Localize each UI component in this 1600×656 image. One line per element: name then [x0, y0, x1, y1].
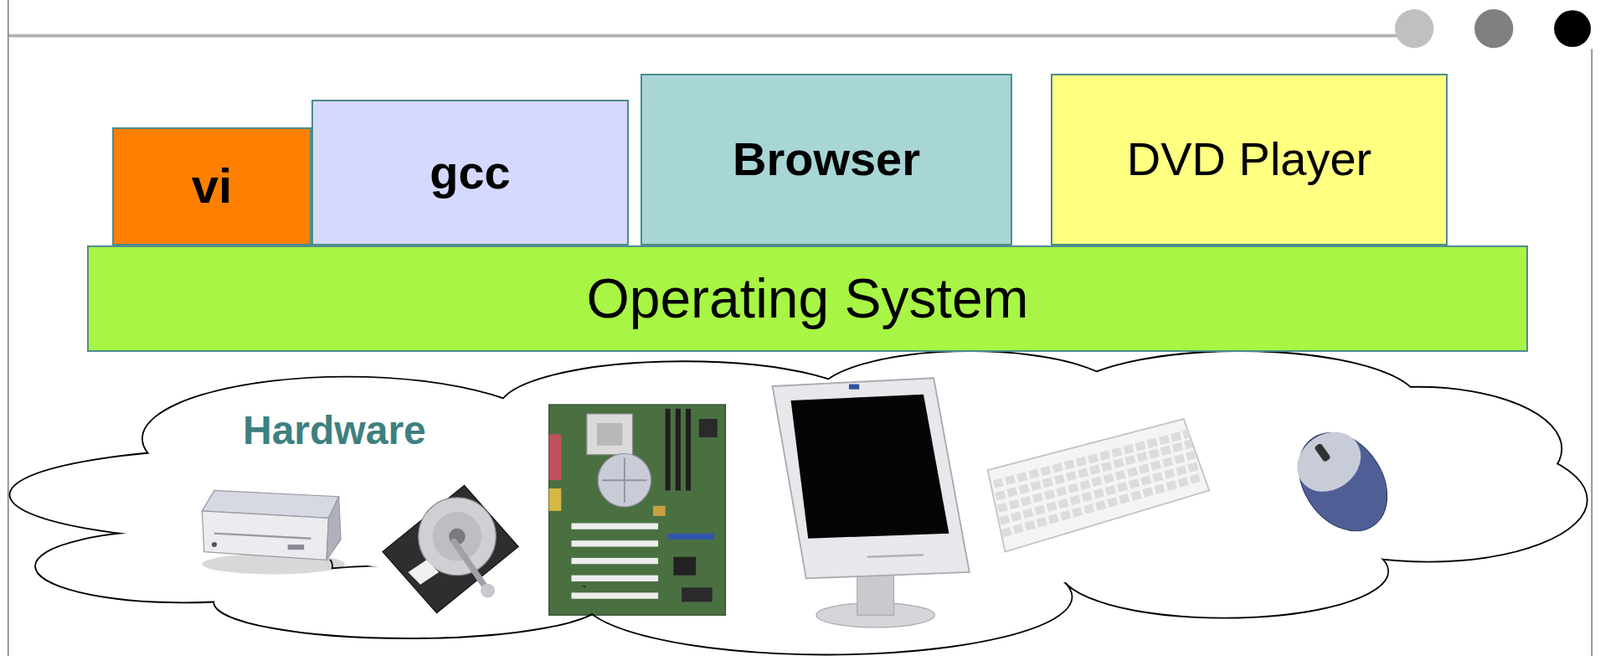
- slide-decoration: [1553, 10, 1591, 47]
- slide-decoration: [1590, 49, 1593, 656]
- app-box: Browser: [640, 73, 1013, 246]
- monitor: [772, 377, 970, 578]
- motherboard: [571, 540, 659, 546]
- app-box: DVD Player: [1050, 73, 1448, 246]
- slide-decoration: [7, 0, 10, 656]
- dvd-drive: [211, 541, 217, 547]
- hard-disk: [480, 582, 495, 597]
- mouse: [1285, 419, 1373, 504]
- app-box: vi: [112, 127, 312, 246]
- keyboard: [1002, 477, 1202, 534]
- cloud-outline: [214, 565, 602, 638]
- hard-disk: [382, 484, 519, 613]
- node-label: vi: [191, 158, 232, 215]
- keyboard: [999, 465, 1198, 521]
- monitor: [857, 571, 895, 615]
- cloud-outline: [10, 448, 510, 541]
- hard-disk: [382, 484, 519, 613]
- motherboard: [571, 575, 659, 582]
- cloud-outline: [1270, 438, 1587, 561]
- motherboard: [675, 408, 681, 491]
- node-label: gcc: [429, 145, 511, 200]
- cloud-outline: [36, 529, 332, 602]
- cloud-outline: [143, 376, 551, 500]
- monitor: [772, 377, 970, 628]
- motherboard: [673, 556, 696, 576]
- hard-disk: [408, 559, 440, 584]
- motherboard: [681, 586, 713, 602]
- node-label: DVD Player: [1126, 132, 1373, 186]
- motherboard: [685, 408, 691, 491]
- cloud-outline: [10, 351, 1586, 654]
- cloud-outline: [1060, 351, 1418, 454]
- cloud-outline: [816, 351, 1123, 444]
- keyboard: [998, 454, 1195, 510]
- motherboard: [549, 488, 562, 511]
- motherboard: [653, 505, 666, 516]
- hardware-cloud: Hardware: [8, 351, 1592, 656]
- cloud-outline: [499, 361, 868, 454]
- keyboard: [987, 418, 1210, 552]
- slide-decoration: [8, 0, 1593, 656]
- motherboard: [668, 533, 715, 540]
- motherboard: [596, 422, 623, 446]
- cloud-outline: [8, 351, 1592, 656]
- slide-decoration: [1474, 9, 1513, 48]
- os-band: Operating System: [87, 245, 1528, 352]
- monitor: [867, 554, 924, 556]
- motherboard: [571, 522, 659, 529]
- monitor: [791, 394, 950, 539]
- node-label: Browser: [732, 132, 921, 186]
- motherboard: [699, 418, 718, 438]
- dvd-drive: [326, 496, 341, 561]
- slide-decoration: [8, 34, 1400, 38]
- cloud-outline: [1060, 524, 1388, 618]
- motherboard: [571, 591, 659, 598]
- group-label: Hardware: [242, 406, 427, 453]
- keyboard: [987, 418, 1210, 552]
- slide-decoration: [1394, 9, 1434, 48]
- app-box: gcc: [311, 99, 629, 246]
- node-label: Operating System: [586, 267, 1029, 331]
- motherboard: [665, 408, 671, 491]
- cloud-outline: [581, 539, 1072, 654]
- motherboard: [623, 457, 626, 503]
- motherboard: [597, 453, 651, 507]
